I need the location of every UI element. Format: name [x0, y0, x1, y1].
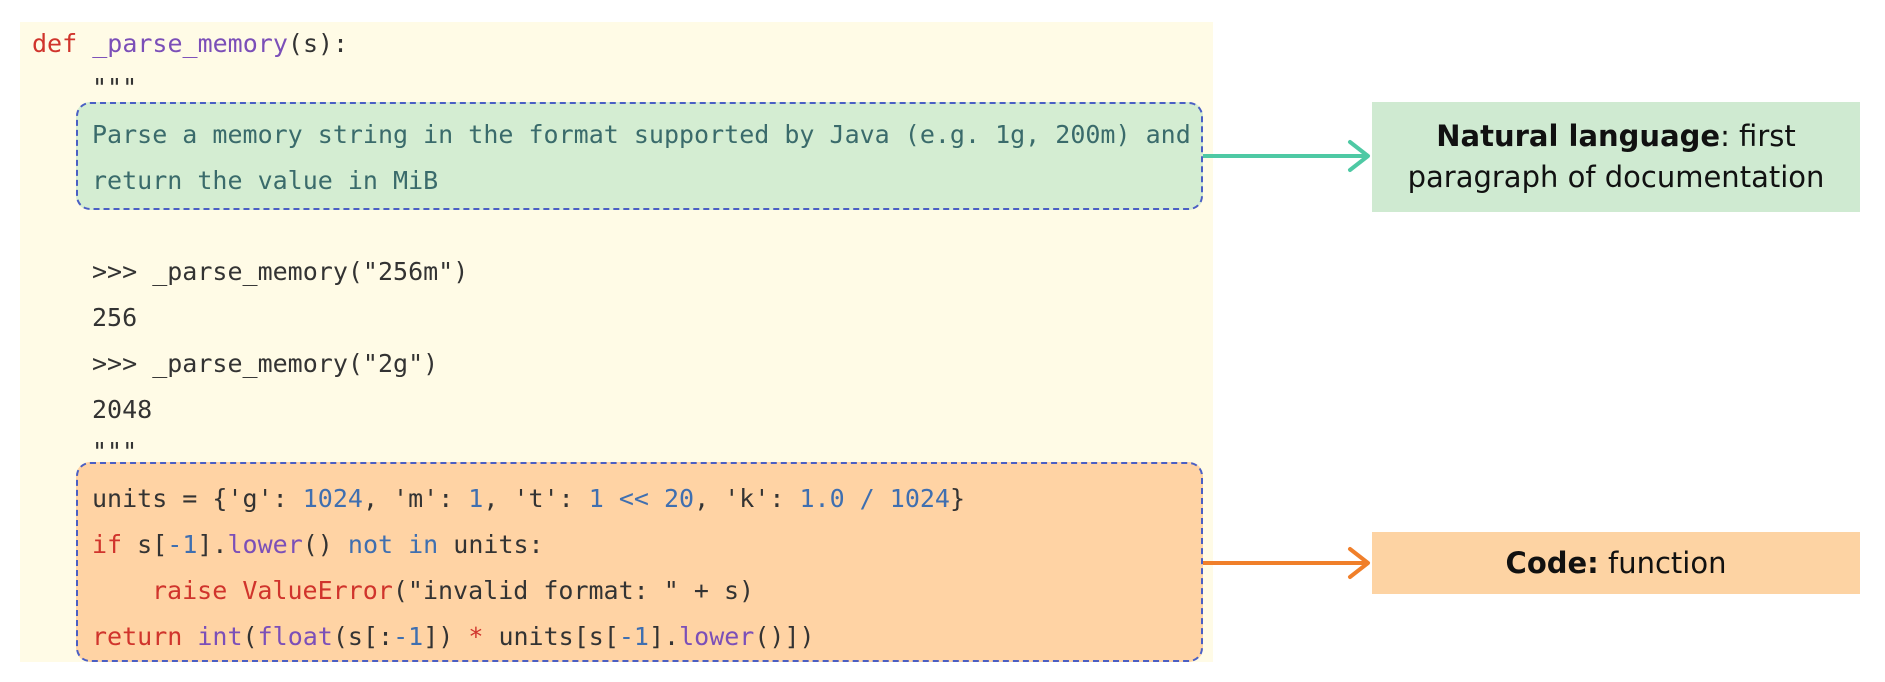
- example-1-result: 256: [92, 303, 138, 332]
- code-label-bold: Code:: [1505, 545, 1599, 580]
- code-line-doc-open: """: [92, 73, 138, 102]
- example-2-result: 2048: [92, 395, 153, 424]
- code-line-return: return int(float(s[:-1]) * units[s[-1].l…: [92, 622, 815, 651]
- nl-line-1: Parse a memory string in the format supp…: [92, 120, 1191, 149]
- code-line-units: units = {'g': 1024, 'm': 1, 't': 1 << 20…: [92, 484, 966, 513]
- nl-arrow: [1203, 140, 1370, 172]
- code-label: Code: function: [1372, 532, 1860, 594]
- code-line-def: def _parse_memory(s):: [32, 29, 349, 58]
- example-2-prompt: >>> _parse_memory("2g"): [92, 349, 439, 378]
- example-1-prompt: >>> _parse_memory("256m"): [92, 257, 469, 286]
- code-line-raise: raise ValueError("invalid format: " + s): [152, 576, 755, 605]
- nl-label-rest-2: paragraph of documentation: [1407, 160, 1825, 194]
- nl-line-2: return the value in MiB: [92, 166, 439, 195]
- code-line-doc-close: """: [92, 437, 138, 466]
- code-highlight-box: [76, 462, 1203, 662]
- code-line-if: if s[-1].lower() not in units:: [92, 530, 544, 559]
- code-label-rest: function: [1598, 545, 1727, 580]
- nl-label-rest-1: : first: [1720, 119, 1796, 154]
- natural-language-highlight-box: [76, 102, 1203, 210]
- natural-language-label: Natural language: first paragraph of doc…: [1372, 102, 1860, 212]
- nl-label-bold: Natural language: [1436, 119, 1721, 154]
- code-arrow: [1203, 547, 1370, 579]
